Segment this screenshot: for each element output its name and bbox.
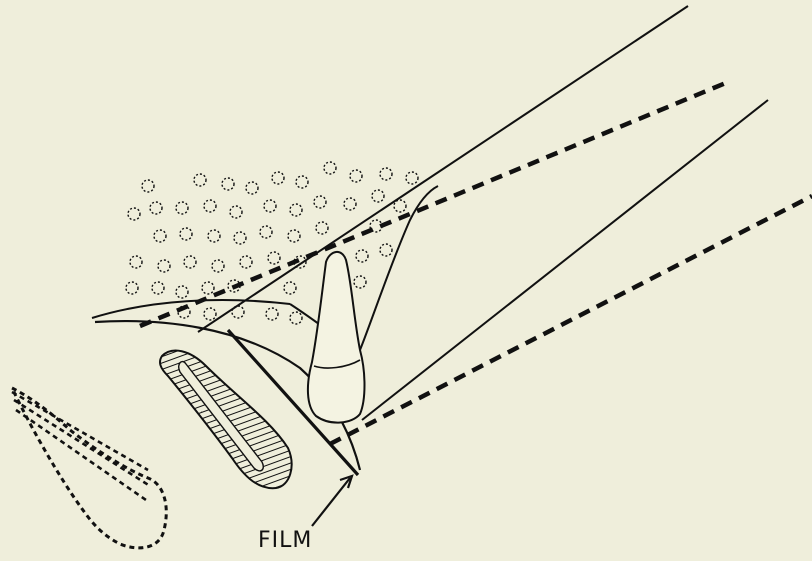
ray-solid-upper (198, 6, 688, 332)
film-arrow (312, 478, 350, 526)
dotted-source-outline (12, 388, 166, 548)
tooth (308, 252, 365, 423)
ray-dashed-upper (140, 82, 728, 326)
dotted-source-rays (12, 392, 150, 500)
film-label: FILM (258, 528, 312, 553)
bone-texture (126, 162, 418, 324)
ray-dashed-lower (330, 196, 812, 444)
